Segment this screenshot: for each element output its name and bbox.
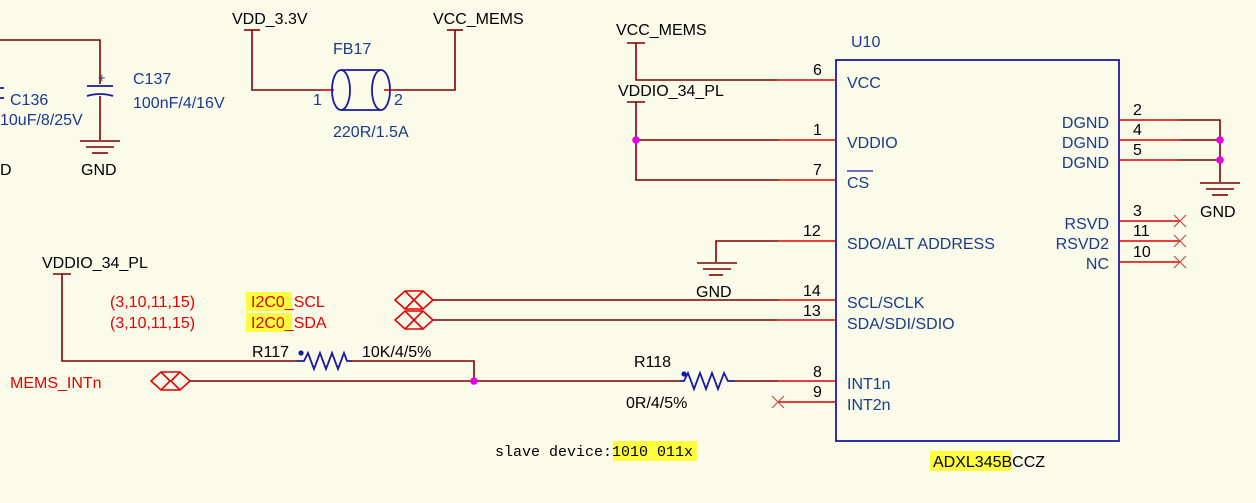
u10-pin-name-rsvd: RSVD: [1065, 216, 1109, 233]
u10-pin-num-cs: 7: [813, 162, 822, 179]
vcc-mems-fb-label: VCC_MEMS: [433, 11, 524, 28]
u10-part-highlight: [930, 451, 1012, 471]
c137-polarity-mark: +: [98, 70, 106, 85]
junction-dgnd-1: [1216, 136, 1224, 144]
vddio-left-label: VDDIO_34_PL: [42, 255, 148, 272]
u10-pin-num-vddio: 1: [813, 122, 822, 139]
i2c-scl-refs: (3,10,11,15): [110, 294, 195, 311]
power-port-vcc-mems-fb: VCC_MEMS: [395, 11, 524, 91]
junction-dgnd-2: [1216, 156, 1224, 164]
u10-pin-num-rsvd2: 11: [1133, 223, 1150, 240]
r117-value: 10K/4/5%: [362, 344, 431, 361]
fb17-value: 220R/1.5A: [333, 124, 409, 141]
c137-value: 100nF/4/16V: [133, 95, 225, 112]
vcc-mems-u10-label: VCC_MEMS: [616, 22, 707, 39]
c137-gnd-label: GND: [81, 162, 117, 179]
sdo-gnd-label: GND: [696, 284, 732, 301]
u10-pin-num-rsvd: 3: [1133, 203, 1142, 220]
u10-pin-name-vddio: VDDIO: [847, 135, 898, 152]
r117-ref: R117: [252, 344, 289, 361]
u10-pin-num-dgnd-4: 4: [1133, 122, 1142, 139]
u10-pin-name-vcc: VCC: [847, 75, 881, 92]
power-port-vddio-left: VDDIO_34_PL: [42, 255, 297, 362]
i2c-sda-refs: (3,10,11,15): [110, 315, 195, 332]
i2c-scl-highlight: [246, 292, 292, 311]
junction-int: [470, 377, 478, 385]
junction-vddio: [632, 136, 640, 144]
c136-gnd-label: D: [0, 162, 12, 179]
i2c-sda-highlight: [246, 313, 292, 332]
u10-part-number: ADXL345BCCZ: [933, 454, 1045, 471]
resistor-r118: R118 0R/4/5%: [626, 354, 778, 412]
note-text: slave device:1010 011x: [495, 444, 693, 461]
u10-pin-num-int2: 9: [813, 384, 822, 401]
dgnd-gnd-label: GND: [1200, 204, 1236, 221]
capacitor-c136: C136 10uF/8/25V D: [0, 87, 83, 179]
u10-pin-num-dgnd-2: 2: [1133, 102, 1142, 119]
u10-pin-name-dgnd-5: DGND: [1062, 155, 1109, 172]
u10-pin-name-nc: NC: [1086, 256, 1109, 273]
u10-pin-name-sda: SDA/SDI/SDIO: [847, 316, 955, 333]
power-port-vdd-3v3: VDD_3.3V: [232, 11, 322, 91]
u10-pin-name-int2: INT2n: [847, 397, 891, 414]
ic-u10: U10 ADXL345BCCZ 6 1 7 12 14 13 8 9 VCC V…: [771, 34, 1180, 471]
no-connect-int2: [771, 395, 785, 409]
dgnd-ground-wiring: GND: [1180, 119, 1240, 221]
c136-ref: C136: [10, 92, 48, 109]
no-connect-right: [1173, 214, 1187, 269]
u10-pin-num-nc: 10: [1133, 244, 1151, 261]
power-port-vcc-mems-u10: VCC_MEMS: [616, 22, 778, 81]
resistor-r117: R117 10K/4/5%: [252, 344, 475, 381]
u10-pin-num-scl: 14: [803, 283, 821, 300]
vdd-3v3-label: VDD_3.3V: [232, 11, 308, 28]
u10-pin-num-dgnd-5: 5: [1133, 142, 1142, 159]
i2c-scl-port: (3,10,11,15) I2C0_SCL: [110, 290, 778, 311]
mems-int-port: MEMS_INTn: [10, 371, 680, 392]
i2c-sda-port: (3,10,11,15) I2C0_SDA: [110, 310, 778, 332]
u10-pin-name-dgnd-2: DGND: [1062, 115, 1109, 132]
fb17-pin1: 1: [313, 92, 322, 109]
vddio-u10-label: VDDIO_34_PL: [618, 83, 724, 100]
u10-pin-name-dgnd-4: DGND: [1062, 135, 1109, 152]
power-port-vddio-u10: VDDIO_34_PL: [618, 83, 778, 181]
u10-pin-name-scl: SCL/SCLK: [847, 295, 925, 312]
r118-value: 0R/4/5%: [626, 395, 687, 412]
sdo-ground-wiring: GND: [696, 240, 778, 301]
gnd-symbol-c137: GND: [80, 140, 120, 179]
c136-value: 10uF/8/25V: [0, 112, 83, 129]
u10-pin-name-cs: CS: [847, 175, 869, 192]
u10-pin-num-sda: 13: [803, 303, 821, 320]
capacitor-c137: + C137 100nF/4/16V: [0, 39, 225, 140]
c137-ref: C137: [133, 71, 171, 88]
mems-int-label: MEMS_INTn: [10, 375, 102, 392]
fb17-ref: FB17: [333, 41, 371, 58]
r118-ref: R118: [634, 354, 671, 371]
u10-pin-name-int1: INT1n: [847, 376, 891, 393]
i2c-scl-name: I2C0_SCL: [251, 294, 325, 311]
ferrite-bead-fb17: FB17 1 2 220R/1.5A: [313, 41, 409, 141]
note-highlight: [613, 441, 697, 461]
i2c-sda-name: I2C0_SDA: [251, 315, 327, 332]
u10-ref: U10: [851, 34, 880, 51]
u10-pin-name-sdo: SDO/ALT ADDRESS: [847, 236, 995, 253]
u10-pin-num-int1: 8: [813, 364, 822, 381]
slave-device-note: slave device:1010 011x: [495, 441, 697, 461]
u10-pin-num-sdo: 12: [803, 223, 821, 240]
u10-pin-num-vcc: 6: [813, 62, 822, 79]
u10-pin-name-rsvd2: RSVD2: [1056, 236, 1109, 253]
fb17-pin2: 2: [394, 92, 403, 109]
